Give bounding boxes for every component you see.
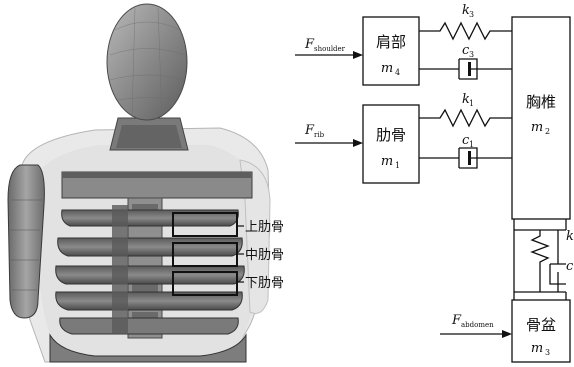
pelvis-area (49, 333, 247, 363)
force-abdomen-sub: abdomen (461, 321, 494, 329)
force-arrowhead-shoulder (353, 51, 363, 59)
mass-spine-symbol: m (531, 120, 543, 135)
neck-shadow (116, 125, 182, 148)
mass-pelvis-name: 骨盆 (526, 316, 556, 334)
sternum (112, 205, 128, 333)
lumped-mass-model (295, 16, 571, 363)
damper-c1-symbol: c (462, 133, 470, 148)
lower-rib-label: 下肋骨 (245, 276, 284, 291)
damper-c3 (419, 58, 512, 80)
spring-k3 (419, 21, 512, 41)
mass-box-rib (362, 104, 420, 184)
force-abdomen-symbol: F (451, 313, 462, 328)
mass-box-pelvis (511, 299, 571, 363)
spring-k1 (419, 108, 512, 128)
upper-rib-sensor-box (172, 212, 238, 237)
damper-c3-rod (468, 62, 471, 76)
head-mesh (109, 7, 186, 119)
force-rib-symbol: F (304, 123, 315, 138)
mass-rib-symbol: m (381, 154, 393, 169)
mass-pelvis-symbol: m (531, 341, 543, 356)
rib-band-2 (57, 237, 243, 257)
spring-k2 (530, 230, 550, 292)
mass-spine-name: 胸椎 (526, 93, 556, 111)
spring-k3-sub: 3 (469, 10, 474, 19)
mass-rib-sub: 1 (395, 161, 400, 170)
mass-box-shoulder (362, 16, 420, 86)
head (106, 3, 188, 121)
mass-rib-name: 肋骨 (376, 126, 406, 144)
mass-shoulder-sub: 4 (395, 68, 400, 77)
rib-band-5 (59, 317, 239, 335)
spring-k1-sub: 1 (469, 99, 474, 108)
mass-shoulder-symbol: m (381, 61, 393, 76)
spring-k1-symbol: k (462, 92, 470, 107)
shoulder-bar-top (62, 172, 252, 178)
damper-c1-sub: 1 (469, 140, 474, 149)
mass-pelvis-sub: 3 (545, 348, 550, 357)
left-arm (7, 164, 45, 319)
force-arrowhead-abdomen (502, 330, 512, 338)
spring-k2-symbol: k (566, 229, 574, 244)
rib-bands (55, 209, 245, 335)
force-shoulder-sub: shoulder (314, 45, 346, 53)
spring-k3-symbol: k (462, 3, 470, 18)
damper-c3-sub: 3 (469, 50, 474, 59)
mass-box-spine (511, 16, 571, 220)
force-rib-sub: rib (314, 131, 325, 139)
force-arrowhead-rib (353, 139, 363, 147)
damper-c1-rod (468, 151, 471, 165)
upper-rib-label: 上肋骨 (245, 220, 284, 235)
dummy-model-image: 上肋骨 中肋骨 下肋骨 (7, 3, 284, 363)
model-labels: 肩部 m 4 肋骨 m 1 胸椎 m 2 骨盆 m 3 F shoulder F… (304, 3, 574, 357)
rib-band-3 (55, 265, 245, 285)
rib-band-4 (55, 291, 243, 311)
damper-c1 (419, 147, 512, 169)
mass-spine-sub: 2 (545, 127, 550, 136)
middle-rib-label: 中肋骨 (245, 248, 284, 263)
damper-c2-symbol: c (566, 259, 574, 274)
damper-c3-symbol: c (462, 43, 470, 58)
left-arm-mesh (11, 199, 42, 291)
mass-shoulder-name: 肩部 (376, 33, 406, 51)
force-shoulder-symbol: F (304, 37, 315, 52)
lower-rib-sensor-box (172, 271, 238, 296)
damper-c2 (549, 230, 566, 292)
